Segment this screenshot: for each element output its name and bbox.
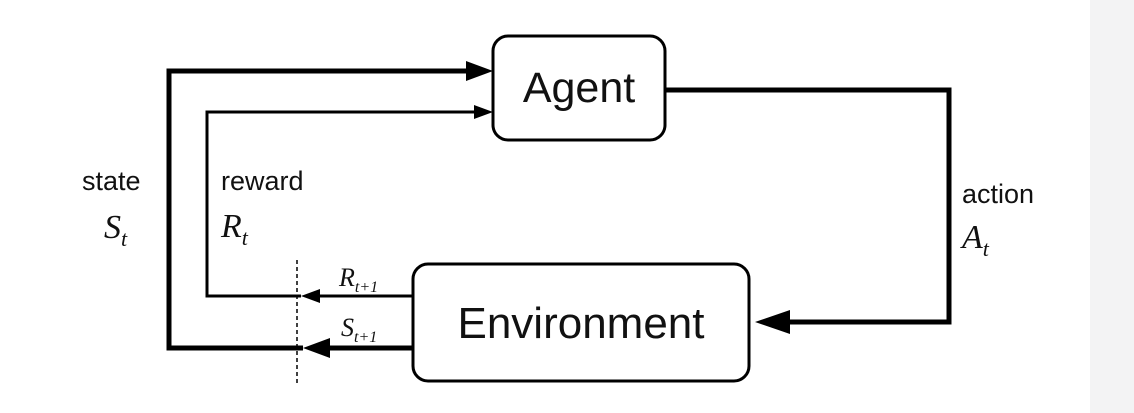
action-symbol-letter: A (960, 219, 983, 256)
next-reward-symbol-letter: R (338, 263, 355, 292)
agent-label: Agent (523, 64, 635, 112)
side-strip (1090, 0, 1134, 413)
reward-symbol-subscript: t (242, 225, 249, 250)
next-reward-arrowhead (301, 289, 320, 303)
next-reward-symbol: Rt+1 (338, 263, 378, 296)
next-state-symbol-letter: S (341, 313, 354, 342)
action-symbol: At (960, 219, 990, 261)
action-line (666, 87, 952, 325)
next-state-symbol-subscript: t+1 (354, 329, 377, 346)
state-symbol-subscript: t (121, 226, 128, 251)
next-state-symbol: St+1 (341, 313, 377, 346)
next-reward-symbol-subscript: t+1 (355, 279, 378, 296)
reward-arrowhead (474, 105, 493, 119)
state-label: state (82, 166, 141, 196)
environment-label: Environment (457, 299, 704, 348)
reward-symbol: Rt (220, 208, 249, 250)
state-arrowhead (466, 61, 493, 81)
reward-label: reward (221, 166, 304, 196)
action-symbol-subscript: t (983, 236, 990, 261)
environment-box (411, 262, 751, 383)
state-line (166, 68, 466, 351)
reward-symbol-letter: R (220, 208, 242, 245)
action-arrowhead (755, 310, 790, 334)
action-label: action (962, 179, 1034, 209)
state-symbol: St (104, 209, 128, 251)
agent-box (491, 34, 667, 142)
reward-line (205, 110, 474, 298)
state-symbol-letter: S (104, 209, 121, 246)
next-state-arrowhead (303, 338, 330, 358)
